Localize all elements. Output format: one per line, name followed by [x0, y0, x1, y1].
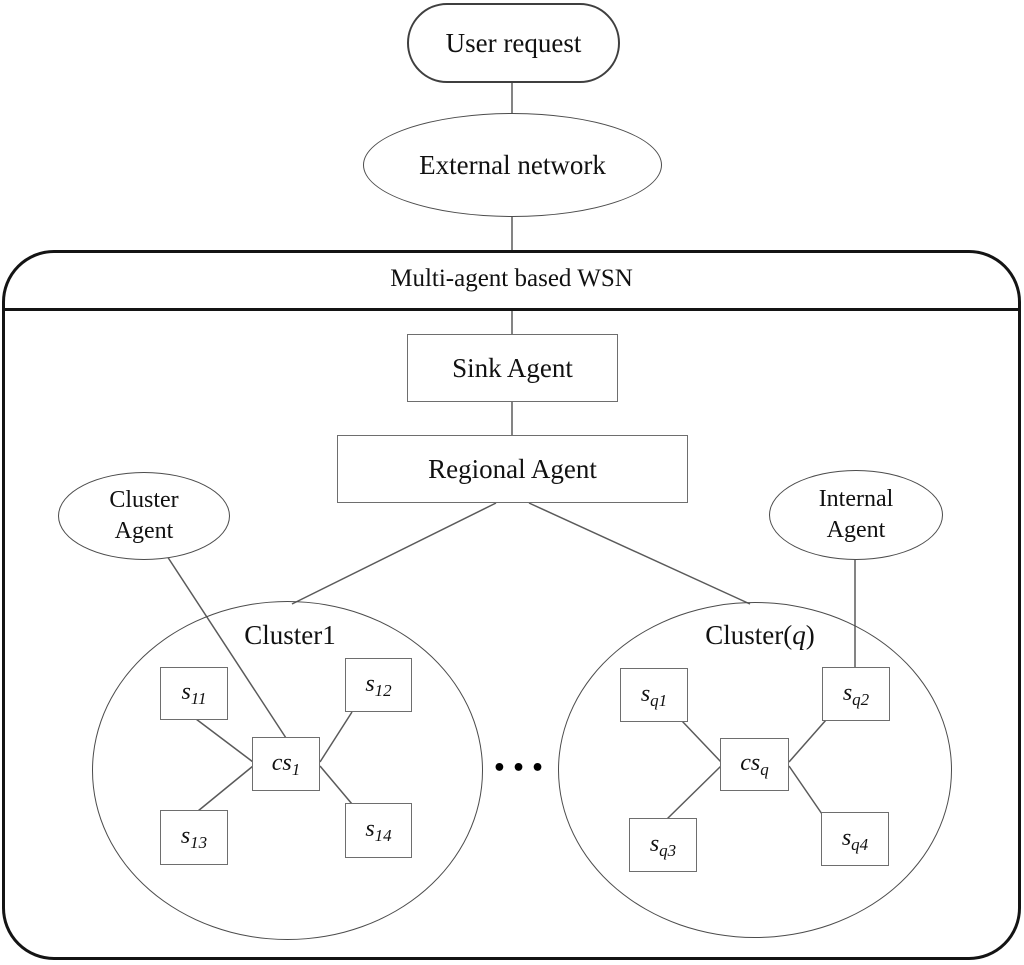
- node-sq3: sq3: [629, 818, 697, 872]
- node-s14-sub: 14: [374, 825, 392, 845]
- internal-agent-label-line1: Internal: [818, 486, 894, 512]
- sink-agent-label: Sink Agent: [452, 352, 573, 383]
- cluster-agent-label-line1: Cluster: [109, 487, 179, 513]
- clusterq-title: Cluster(q): [650, 620, 870, 651]
- node-s14-base: s: [365, 816, 375, 843]
- node-s11-sub: 11: [190, 688, 207, 708]
- user-request-node: User request: [407, 3, 620, 83]
- internal-agent-node: Internal Agent: [769, 470, 943, 560]
- node-cs1-base: cs: [271, 749, 292, 776]
- node-s12-base: s: [365, 670, 375, 697]
- node-s13: s13: [160, 810, 228, 865]
- node-s13-base: s: [180, 823, 191, 850]
- node-sq1-sub: q1: [650, 690, 668, 710]
- internal-agent-label-line2: Agent: [826, 517, 886, 543]
- node-s13-sub: 13: [190, 832, 208, 852]
- connector-regional-to-clusterq: [528, 502, 751, 605]
- wsn-container-box: [2, 250, 1021, 960]
- user-request-label: User request: [445, 27, 582, 58]
- regional-agent-label: Regional Agent: [428, 453, 597, 484]
- clusterq-title-var: q: [792, 620, 806, 650]
- node-sq2-base: s: [842, 679, 853, 706]
- node-s12-sub: 12: [374, 680, 392, 700]
- clusterq-title-prefix: Cluster(: [705, 620, 793, 650]
- node-sq4: sq4: [821, 812, 889, 866]
- node-sq4-base: s: [841, 824, 852, 851]
- clusterq-title-suffix: ): [805, 620, 815, 650]
- external-network-node: External network: [363, 113, 662, 217]
- cluster-agent-node: Cluster Agent: [58, 472, 230, 560]
- wsn-container-header: Multi-agent based WSN: [2, 250, 1021, 311]
- ellipsis-dots: •••: [492, 756, 550, 781]
- node-sq1-base: s: [640, 680, 651, 707]
- node-csq: csq: [720, 738, 789, 791]
- node-sq3-sub: q3: [659, 840, 677, 860]
- node-cs1-sub: 1: [291, 759, 301, 779]
- sink-agent-node: Sink Agent: [407, 334, 618, 402]
- cluster1-title: Cluster1: [244, 620, 336, 650]
- node-sq3-base: s: [649, 830, 660, 857]
- node-csq-sub: q: [760, 759, 769, 779]
- cluster1-ellipse: [92, 601, 483, 940]
- node-s11: s11: [160, 667, 228, 720]
- regional-agent-node: Regional Agent: [337, 435, 688, 503]
- cluster-agent-label-line2: Agent: [114, 518, 174, 544]
- node-sq2-sub: q2: [852, 689, 870, 709]
- node-sq1: sq1: [620, 668, 688, 722]
- clusterq-ellipse: [558, 602, 952, 938]
- node-s12: s12: [345, 658, 412, 712]
- wsn-container-title: Multi-agent based WSN: [390, 265, 633, 292]
- connector-regional-to-cluster1: [291, 502, 497, 605]
- node-csq-base: cs: [740, 750, 761, 777]
- node-s14: s14: [345, 803, 412, 858]
- node-cs1: cs1: [252, 737, 320, 791]
- node-sq4-sub: q4: [851, 834, 869, 854]
- external-network-label: External network: [419, 149, 606, 180]
- node-s11-base: s: [181, 679, 191, 706]
- node-sq2: sq2: [822, 667, 890, 721]
